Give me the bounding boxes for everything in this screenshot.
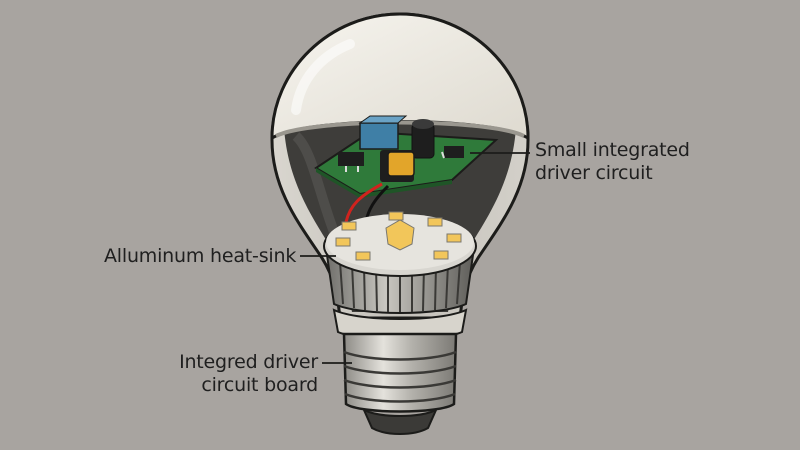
label-driver-board: Integred driver circuit board bbox=[178, 351, 318, 397]
label-line: Small integrated bbox=[535, 139, 690, 161]
label-line: Alluminum heat-sink bbox=[104, 245, 297, 267]
screw-base bbox=[342, 332, 458, 435]
label-heatsink: Alluminum heat-sink bbox=[104, 245, 296, 268]
label-line: circuit board bbox=[201, 374, 318, 396]
label-line: driver circuit bbox=[535, 162, 653, 184]
led-chips bbox=[335, 211, 462, 261]
driver-pcb bbox=[314, 115, 499, 198]
label-small-driver-circuit: Small integrated driver circuit bbox=[535, 139, 690, 185]
bulb-dome bbox=[270, 12, 530, 141]
label-line: Integred driver bbox=[179, 351, 318, 373]
leader-lines bbox=[300, 152, 530, 364]
